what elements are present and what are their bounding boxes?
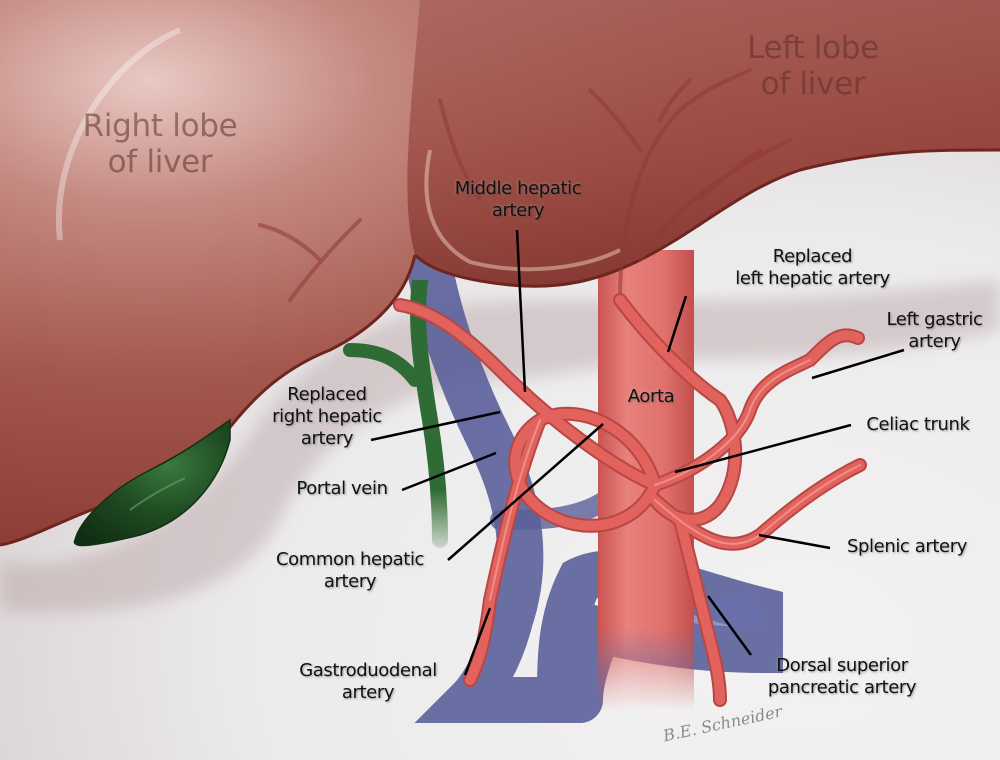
label-dorsal-superior-pancreatic-artery: Dorsal superior pancreatic artery xyxy=(742,655,942,699)
left-lobe-label-line2: of liver xyxy=(760,66,866,102)
label-line: Splenic artery xyxy=(847,536,967,557)
label-celiac-trunk: Celiac trunk xyxy=(853,414,983,436)
label-line: artery xyxy=(908,331,961,352)
label-replaced-left-hepatic-artery: Replaced left hepatic artery xyxy=(705,246,920,290)
label-line: artery xyxy=(300,428,354,449)
label-line: right hepatic xyxy=(272,406,382,427)
label-line: artery xyxy=(491,200,545,221)
right-lobe-label: Right lobe of liver xyxy=(60,108,260,180)
label-line: pancreatic artery xyxy=(767,677,917,698)
arteries xyxy=(393,293,867,707)
label-line: Left gastric xyxy=(886,309,983,330)
label-line: Replaced xyxy=(772,246,853,267)
label-splenic-artery: Splenic artery xyxy=(832,536,982,558)
label-aorta: Aorta xyxy=(616,386,686,408)
label-line: Dorsal superior xyxy=(776,655,908,676)
label-line: Celiac trunk xyxy=(866,414,970,435)
leader-lines xyxy=(370,229,905,676)
right-lobe-label-line1: Right lobe xyxy=(82,108,238,144)
gallbladder xyxy=(73,418,231,547)
label-line: left hepatic artery xyxy=(735,268,890,289)
liver xyxy=(0,0,1000,547)
label-line: Middle hepatic xyxy=(454,178,582,199)
label-line: Gastroduodenal xyxy=(299,660,437,681)
left-lobe-label-line1: Left lobe xyxy=(747,30,879,66)
label-portal-vein: Portal vein xyxy=(280,478,404,500)
right-lobe-label-line2: of liver xyxy=(107,144,213,180)
label-replaced-right-hepatic-artery: Replaced right hepatic artery xyxy=(257,384,397,450)
label-gastroduodenal-artery: Gastroduodenal artery xyxy=(278,660,458,704)
label-line: Common hepatic xyxy=(275,549,425,570)
label-line: Aorta xyxy=(627,386,675,407)
label-line: artery xyxy=(341,682,395,703)
label-left-gastric-artery: Left gastric artery xyxy=(872,309,997,353)
left-lobe-label: Left lobe of liver xyxy=(728,30,898,102)
label-middle-hepatic-artery: Middle hepatic artery xyxy=(428,178,608,222)
liver-shadow xyxy=(0,280,1000,613)
label-common-hepatic-artery: Common hepatic artery xyxy=(255,549,445,593)
label-line: Replaced xyxy=(287,384,367,405)
label-line: Portal vein xyxy=(296,478,388,499)
label-line: artery xyxy=(323,571,377,592)
